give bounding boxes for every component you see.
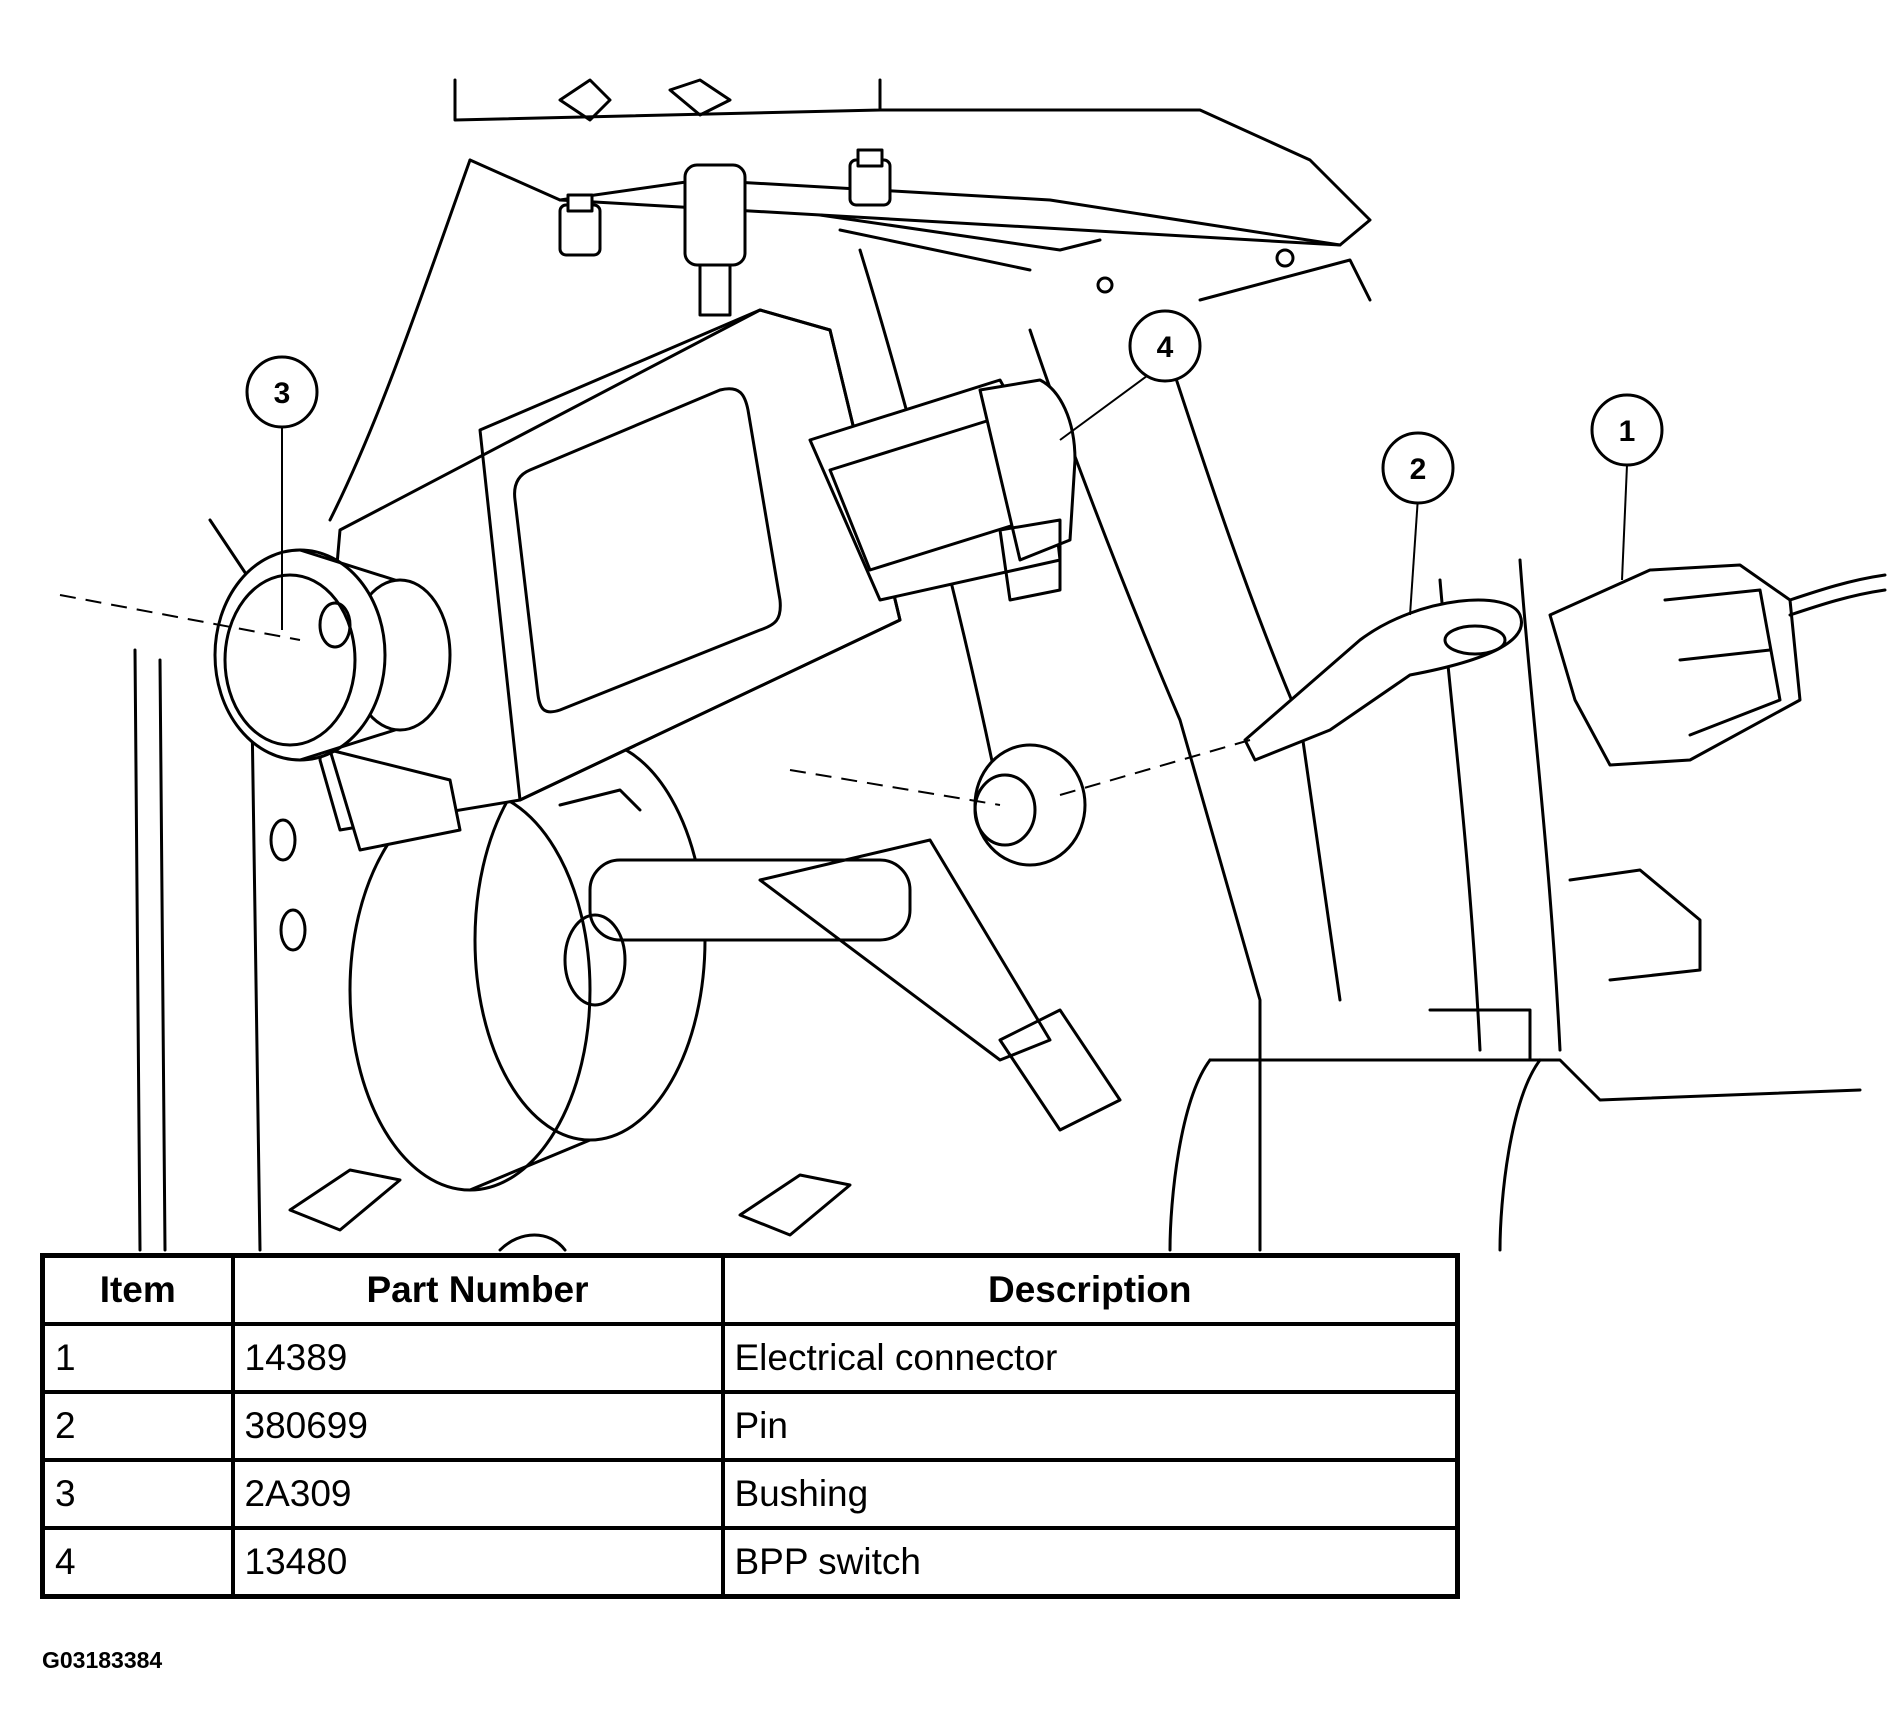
header-description: Description	[720, 1253, 1460, 1326]
electrical-connector-part	[1548, 563, 1887, 767]
cell-part-number: 13480	[230, 1526, 725, 1599]
pin-part	[1243, 598, 1523, 762]
cell-description: BPP switch	[720, 1526, 1460, 1599]
table-header-row: Item Part Number Description	[40, 1253, 1460, 1326]
svg-text:1: 1	[1619, 415, 1636, 448]
cell-item: 3	[40, 1458, 235, 1530]
switch-connector-housing	[808, 378, 1077, 602]
callout-4: 4	[1128, 309, 1202, 383]
callout-leaders	[281, 372, 1628, 630]
svg-text:2: 2	[1410, 453, 1427, 486]
cell-part-number: 14389	[230, 1322, 725, 1394]
svg-text:4: 4	[1157, 331, 1174, 364]
cell-item: 1	[40, 1322, 235, 1394]
figure-id: G03183384	[42, 1647, 163, 1673]
header-item: Item	[40, 1253, 235, 1326]
cell-item: 2	[40, 1390, 235, 1462]
callout-3: 3	[245, 355, 319, 429]
pedal-pivot-drum	[348, 738, 1122, 1192]
bpp-switch-exploded-illustration: 1 2 3 4	[59, 78, 1887, 1252]
cell-part-number: 2A309	[230, 1458, 725, 1530]
pedal-frame	[133, 158, 1862, 1252]
cell-part-number: 380699	[230, 1390, 725, 1462]
svg-text:3: 3	[274, 377, 291, 410]
parts-table: Item Part Number Description 1 14389 Ele…	[40, 1253, 1460, 1599]
bottom-studs	[288, 1168, 852, 1252]
bushing-part	[213, 548, 452, 762]
cell-description: Bushing	[720, 1458, 1460, 1530]
table-row: 1 14389 Electrical connector	[40, 1322, 1460, 1394]
cell-item: 4	[40, 1526, 235, 1599]
bpp-switch-body	[318, 308, 902, 852]
mounting-bolts	[558, 148, 892, 317]
table-row: 3 2A309 Bushing	[40, 1458, 1460, 1530]
assembly-center-lines	[59, 594, 1251, 806]
mounting-bracket	[453, 78, 1372, 302]
cell-description: Pin	[720, 1390, 1460, 1462]
header-part-number: Part Number	[230, 1253, 725, 1326]
cell-description: Electrical connector	[720, 1322, 1460, 1394]
pin-hole-boss	[973, 743, 1087, 867]
table-row: 4 13480 BPP switch	[40, 1526, 1460, 1599]
table-row: 2 380699 Pin	[40, 1390, 1460, 1462]
callout-1: 1	[1590, 393, 1664, 467]
callout-2: 2	[1381, 431, 1455, 505]
